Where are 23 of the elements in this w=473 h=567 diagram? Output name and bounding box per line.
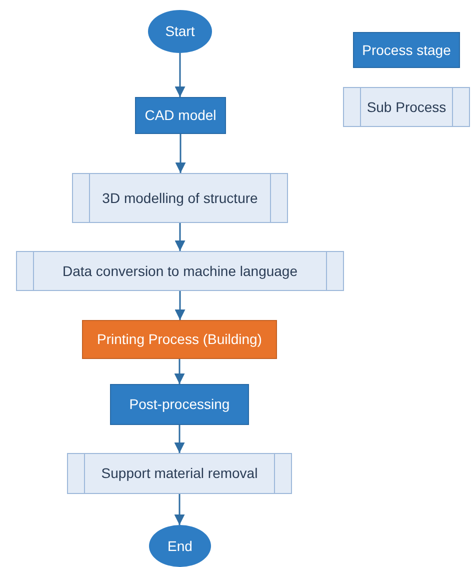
arrow [174, 494, 185, 525]
arrow [175, 134, 186, 173]
process-box [135, 97, 226, 134]
arrow [174, 223, 186, 251]
node-label: Start [164, 23, 196, 40]
arrow [174, 359, 185, 384]
process-box [82, 320, 277, 359]
subprocess-box [67, 453, 292, 494]
node-label: Support material removal [100, 465, 259, 482]
process-box [110, 384, 249, 425]
node-label: End [166, 538, 194, 554]
node-label: 3D modelling of structure [101, 190, 259, 206]
node-label: Post-processing [128, 396, 231, 413]
subprocess-box [72, 173, 288, 223]
node-label: Printing Process (Building) [96, 331, 263, 348]
arrow [174, 291, 186, 320]
arrow [174, 425, 185, 453]
subprocess-box [16, 251, 344, 291]
legend-label: Process stage [361, 42, 452, 58]
node-label: Data conversion to machine language [61, 262, 299, 280]
legend-label: Sub Process [366, 98, 448, 116]
arrow [174, 53, 186, 97]
node-label: CAD model [144, 107, 218, 124]
